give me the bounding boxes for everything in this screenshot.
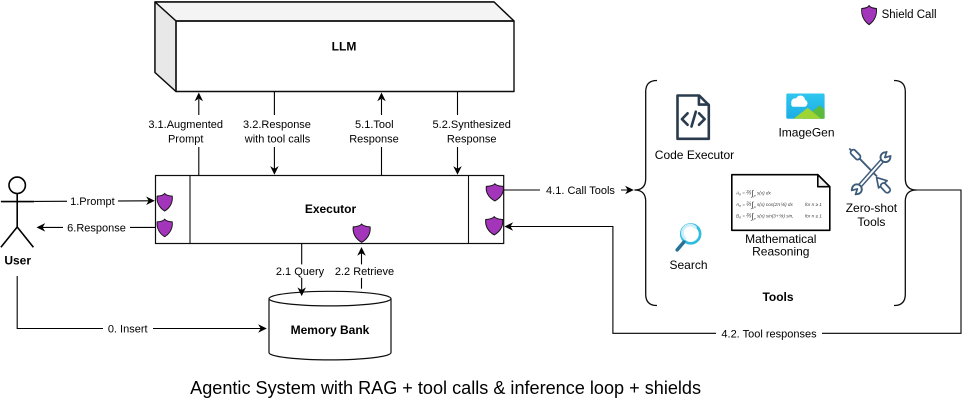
svg-text:User: User [4,253,31,267]
svg-text:Executor: Executor [305,202,357,216]
svg-text:Prompt: Prompt [168,134,203,146]
svg-text:for n ≥ 1: for n ≥ 1 [805,202,822,207]
svg-text:An = ⅔∫P s(x) dx: An = ⅔∫P s(x) dx [735,189,771,199]
svg-text:An = ⅔∫P s(x) cos(2π⅟x) dx: An = ⅔∫P s(x) cos(2π⅟x) dx [735,201,793,211]
svg-text:Response: Response [349,134,399,146]
svg-text:4.2. Tool responses: 4.2. Tool responses [721,328,817,340]
svg-text:ImageGen: ImageGen [778,125,834,139]
svg-text:Reasoning: Reasoning [752,245,809,259]
svg-text:5.1.Tool: 5.1.Tool [355,119,394,131]
svg-text:0. Insert: 0. Insert [108,324,148,336]
svg-text:3.2.Response: 3.2.Response [243,119,311,131]
svg-text:with tool calls: with tool calls [244,134,311,146]
svg-text:Zero-shot: Zero-shot [846,201,898,215]
svg-text:Response: Response [447,134,497,146]
svg-text:1.Prompt: 1.Prompt [70,196,115,208]
svg-text:5.2.Synthesized: 5.2.Synthesized [433,119,511,131]
svg-text:LLM: LLM [332,40,357,54]
svg-text:Code Executor: Code Executor [655,148,734,162]
svg-text:4.1. Call Tools: 4.1. Call Tools [546,185,615,197]
svg-text:6.Response: 6.Response [67,222,126,234]
svg-text:Tools: Tools [762,290,793,304]
svg-text:Mathematical: Mathematical [745,232,816,246]
svg-text:Tools: Tools [857,215,885,229]
svg-text:Shield Call: Shield Call [882,9,937,21]
svg-text:2.2 Retrieve: 2.2 Retrieve [335,266,394,278]
svg-text:Bn = ⅔∫P s(x) sin(3+⅟x) sin,: Bn = ⅔∫P s(x) sin(3+⅟x) sin, [736,212,793,222]
svg-text:for n ≥ 1: for n ≥ 1 [805,214,822,219]
svg-text:3.1.Augmented: 3.1.Augmented [148,119,223,131]
svg-text:2.1 Query: 2.1 Query [276,266,325,278]
svg-text:Search: Search [669,258,707,272]
svg-text:Agentic System with RAG + tool: Agentic System with RAG + tool calls & i… [190,378,701,398]
svg-text:Memory Bank: Memory Bank [291,323,370,337]
